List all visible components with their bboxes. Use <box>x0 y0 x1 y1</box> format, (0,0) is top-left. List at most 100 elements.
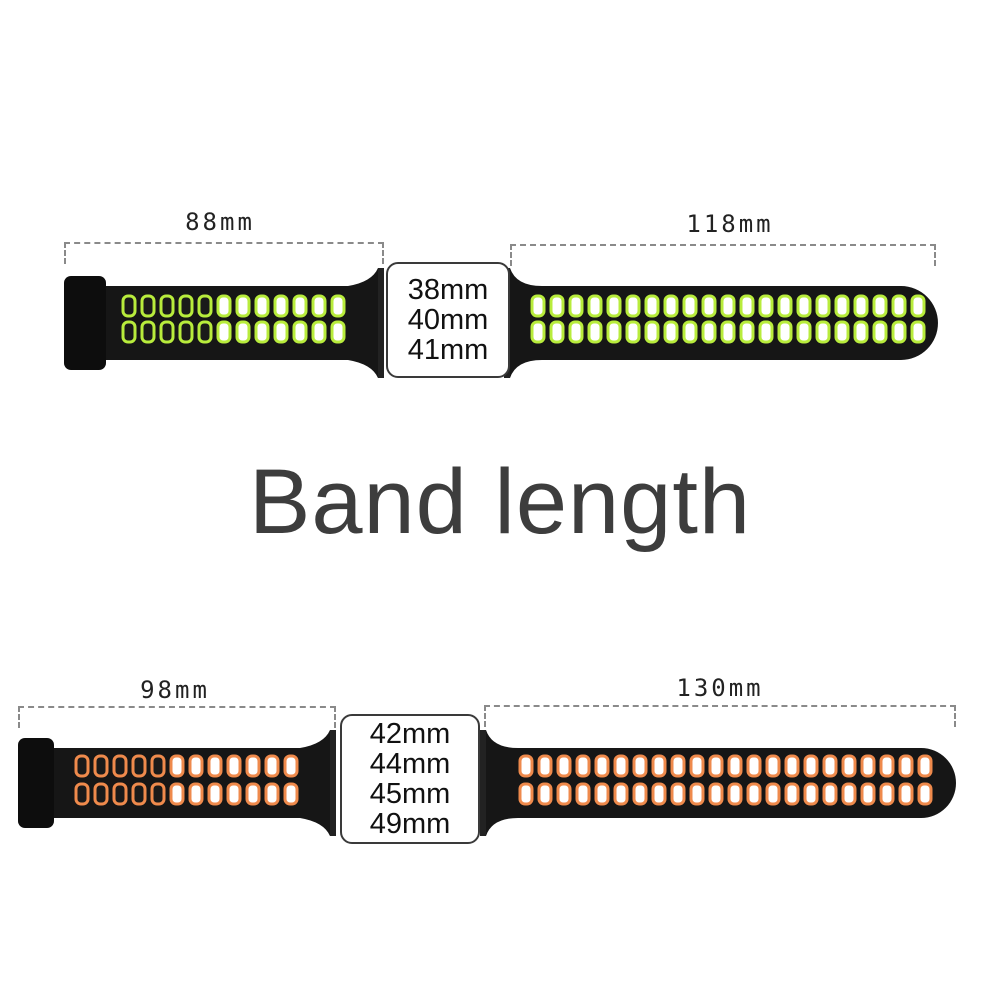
strap-hole <box>853 294 869 318</box>
strap-hole <box>803 754 819 778</box>
strap-hole <box>587 320 603 344</box>
strap-hole <box>860 782 876 806</box>
strap-hole <box>891 320 907 344</box>
strap-hole <box>330 294 346 318</box>
strap-hole <box>112 754 128 778</box>
strap-hole <box>254 294 270 318</box>
strap-hole <box>112 782 128 806</box>
strap-hole <box>670 782 686 806</box>
strap-hole <box>879 754 895 778</box>
strap-hole <box>188 754 204 778</box>
case-size-label: 41mm <box>407 334 489 366</box>
strap-hole <box>644 320 660 344</box>
case-size-box-small: 38mm 40mm 41mm <box>386 262 510 378</box>
strap-hole <box>765 754 781 778</box>
strap-hole <box>739 294 755 318</box>
strap-hole <box>796 294 812 318</box>
strap-hole <box>739 320 755 344</box>
strap-hole <box>606 294 622 318</box>
strap-hole <box>216 320 232 344</box>
strap-hole <box>898 754 914 778</box>
strap-hole <box>245 754 261 778</box>
watch-band-large <box>18 730 956 836</box>
strap-hole <box>131 782 147 806</box>
strap-hole <box>651 754 667 778</box>
strap-hole <box>197 294 213 318</box>
strap-hole <box>822 782 838 806</box>
strap-hole <box>720 320 736 344</box>
strap-hole <box>121 320 137 344</box>
strap-hole <box>235 294 251 318</box>
short-strap-length-label-bottom: 98mm <box>140 676 210 704</box>
strap-hole <box>803 782 819 806</box>
strap-hole <box>207 754 223 778</box>
strap-hole <box>758 294 774 318</box>
strap-hole <box>708 754 724 778</box>
strap-hole <box>746 754 762 778</box>
strap-hole <box>74 754 90 778</box>
strap-hole <box>720 294 736 318</box>
strap-hole <box>872 294 888 318</box>
strap-hole <box>575 754 591 778</box>
strap-hole <box>575 782 591 806</box>
strap-hole <box>689 754 705 778</box>
strap-hole <box>910 294 926 318</box>
strap-hole <box>283 754 299 778</box>
strap-hole <box>159 320 175 344</box>
short-strap-measure-bottom <box>18 706 336 728</box>
strap-hole <box>594 754 610 778</box>
strap-hole <box>549 320 565 344</box>
strap-hole <box>910 320 926 344</box>
strap-hole <box>625 320 641 344</box>
strap-hole <box>670 754 686 778</box>
strap-hole <box>568 320 584 344</box>
strap-hole <box>632 782 648 806</box>
strap-hole <box>273 294 289 318</box>
strap-hole <box>216 294 232 318</box>
strap-hole <box>93 754 109 778</box>
long-strap-length-label-top: 118mm <box>686 210 774 238</box>
strap-hole <box>822 754 838 778</box>
strap-hole <box>879 782 895 806</box>
strap-hole <box>235 320 251 344</box>
strap-hole <box>131 754 147 778</box>
strap-hole <box>226 782 242 806</box>
strap-hole <box>568 294 584 318</box>
strap-hole <box>74 782 90 806</box>
strap-hole <box>556 782 572 806</box>
strap-hole <box>169 754 185 778</box>
strap-hole <box>651 782 667 806</box>
strap-hole <box>727 754 743 778</box>
buckle-keeper <box>64 276 106 370</box>
strap-hole <box>292 320 308 344</box>
strap-hole <box>632 754 648 778</box>
strap-hole <box>207 782 223 806</box>
long-strap-measure-bottom <box>484 705 956 727</box>
strap-hole <box>644 294 660 318</box>
strap-hole <box>273 320 289 344</box>
strap-hole <box>169 782 185 806</box>
strap-hole <box>140 294 156 318</box>
strap-hole <box>853 320 869 344</box>
connector-lug <box>480 730 486 836</box>
strap-hole <box>197 320 213 344</box>
strap-hole <box>663 294 679 318</box>
case-size-box-large: 42mm 44mm 45mm 49mm <box>340 714 480 844</box>
strap-hole <box>93 782 109 806</box>
strap-hole <box>701 294 717 318</box>
short-strap-measure-top <box>64 242 384 264</box>
strap-hole <box>518 782 534 806</box>
strap-hole <box>226 754 242 778</box>
strap-hole <box>283 782 299 806</box>
strap-hole <box>292 294 308 318</box>
strap-hole <box>606 320 622 344</box>
strap-hole <box>727 782 743 806</box>
strap-hole <box>917 754 933 778</box>
strap-hole <box>530 294 546 318</box>
strap-hole <box>556 754 572 778</box>
case-size-label: 42mm <box>369 718 451 750</box>
strap-hole <box>815 294 831 318</box>
strap-hole <box>311 320 327 344</box>
strap-hole <box>784 754 800 778</box>
strap-hole <box>834 294 850 318</box>
